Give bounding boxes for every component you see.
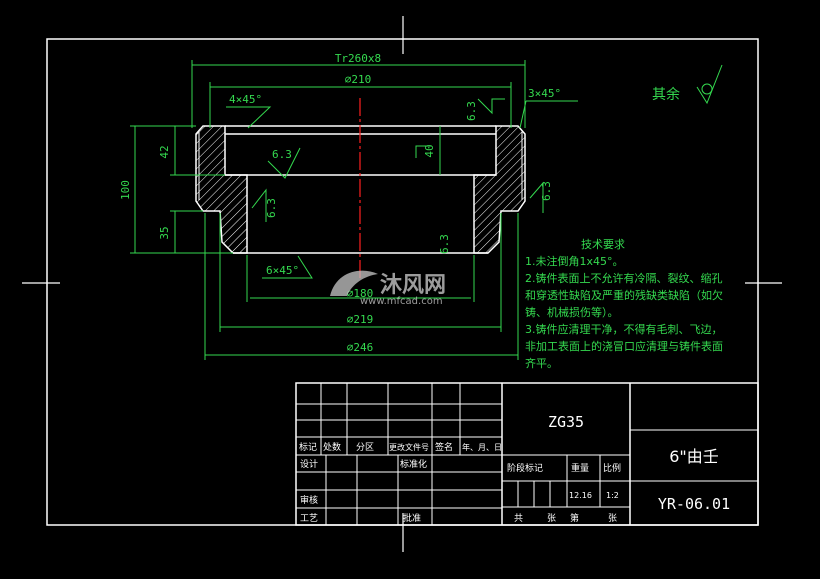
roughness-value-1: 6.3 bbox=[272, 148, 292, 161]
tb-sheets-unit-2: 张 bbox=[608, 513, 617, 524]
tb-part-name: 6"由壬 bbox=[669, 447, 719, 466]
tb-scale: 比例 bbox=[603, 462, 621, 474]
tb-material: ZG35 bbox=[548, 413, 584, 431]
dim-dia-210: ⌀210 bbox=[345, 73, 372, 86]
tb-review: 审核 bbox=[300, 494, 318, 506]
dim-dia-246: ⌀246 bbox=[347, 341, 374, 354]
dimensions bbox=[130, 60, 723, 360]
tech-line-2: 2.铸件表面上不允许有冷隔、裂纹、缩孔 bbox=[525, 271, 723, 285]
tech-line-7: 齐平。 bbox=[525, 356, 558, 370]
dim-thread: Tr260x8 bbox=[335, 52, 381, 65]
chamfer-top-right: 3×45° bbox=[528, 87, 561, 100]
tb-sheets-unit-1: 张 bbox=[547, 513, 556, 524]
tech-line-6: 非加工表面上的浇冒口应清理与铸件表面 bbox=[525, 339, 723, 353]
watermark-url: www.mfcad.com bbox=[360, 296, 443, 307]
tech-requirements: 技术要求 1.未注倒角1x45°。 2.铸件表面上不允许有冷隔、裂纹、缩孔 和穿… bbox=[525, 238, 723, 370]
tb-approve: 批准 bbox=[403, 512, 421, 524]
tb-col-mark: 标记 bbox=[299, 441, 317, 453]
dim-dia-180: ⌀180 bbox=[347, 287, 374, 300]
tech-line-5: 3.铸件应清理干净，不得有毛刺、飞边， bbox=[525, 322, 723, 336]
tb-drawing-number: YR-06.01 bbox=[658, 495, 730, 513]
tb-col-zone: 分区 bbox=[356, 442, 374, 453]
chamfer-bottom: 6×45° bbox=[266, 264, 299, 277]
tb-sheets-total: 共 bbox=[514, 513, 523, 524]
right-wall-hatch bbox=[473, 125, 526, 254]
chamfer-top-left: 4×45° bbox=[229, 93, 262, 106]
tb-col-count: 处数 bbox=[323, 441, 341, 453]
left-wall-hatch bbox=[195, 125, 248, 254]
watermark: 沐风网 www.mfcad.com bbox=[330, 270, 446, 307]
tech-requirements-title: 技术要求 bbox=[581, 238, 625, 251]
tb-standardization: 标准化 bbox=[400, 458, 427, 470]
other-roughness-label: 其余 bbox=[652, 86, 680, 103]
roughness-value-2: 6.3 bbox=[265, 198, 278, 218]
tb-weight-value: 12.16 bbox=[569, 491, 592, 500]
roughness-value-4: 6.3 bbox=[540, 181, 553, 201]
tb-process: 工艺 bbox=[300, 513, 318, 524]
tb-sheet-no: 第 bbox=[570, 512, 579, 524]
tech-line-1: 1.未注倒角1x45°。 bbox=[525, 254, 624, 268]
watermark-logo-icon bbox=[330, 270, 378, 296]
tb-design: 设计 bbox=[300, 458, 318, 470]
dim-dia-219: ⌀219 bbox=[347, 313, 374, 326]
tech-line-3: 和穿透性缺陷及严重的残缺类缺陷（如欠 bbox=[525, 288, 723, 302]
watermark-brand: 沐风网 bbox=[380, 273, 446, 298]
tb-col-change-doc: 更改文件号 bbox=[389, 442, 429, 452]
tb-col-sign: 签名 bbox=[435, 441, 453, 453]
tech-line-4: 铸、机械损伤等）。 bbox=[525, 305, 619, 319]
tb-weight: 重量 bbox=[571, 462, 589, 474]
tb-stage-mark: 阶段标记 bbox=[507, 462, 543, 474]
roughness-value-5: 6.3 bbox=[438, 234, 451, 254]
title-block bbox=[295, 382, 759, 526]
part-section-view bbox=[195, 98, 526, 278]
dim-height-35: 35 bbox=[158, 226, 171, 239]
tb-col-date: 年、月、日 bbox=[462, 442, 502, 452]
tb-scale-value: 1:2 bbox=[606, 491, 619, 500]
dim-height-42: 42 bbox=[158, 145, 171, 158]
dim-height-100: 100 bbox=[119, 180, 132, 200]
roughness-value-3: 6.3 bbox=[465, 101, 478, 121]
dim-depth-40: 40 bbox=[423, 144, 436, 157]
